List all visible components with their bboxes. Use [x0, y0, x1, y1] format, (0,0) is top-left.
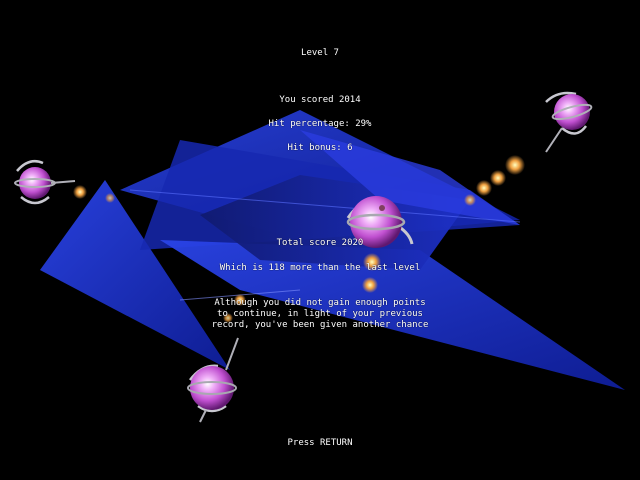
- enemy-pod-icon: [187, 337, 239, 423]
- plasma-shot-icon: [464, 155, 525, 206]
- enemy-pod-icon: [346, 196, 414, 248]
- continue-message-line: to continue, in light of your previous: [217, 309, 423, 319]
- press-return-prompt[interactable]: Press RETURN: [287, 438, 353, 448]
- continue-message-line: record, you've been given another chance: [211, 320, 429, 330]
- enemy-pod-icon: [545, 91, 593, 153]
- player-ship-icon: [40, 110, 625, 390]
- score-text: You scored 2014: [279, 95, 361, 105]
- comparison-text: Which is 118 more than the last level: [219, 263, 421, 273]
- hit-bonus-text: Hit bonus: 6: [287, 143, 353, 153]
- continue-message: Although you did not gain enough points …: [0, 298, 640, 331]
- continue-message-line: Although you did not gain enough points: [214, 298, 426, 308]
- total-score-text: Total score 2020: [276, 238, 364, 248]
- plasma-shot-icon: [73, 185, 115, 203]
- plasma-shot-icon: [362, 253, 381, 293]
- plasma-shot-icon: [223, 294, 246, 323]
- level-title: Level 7: [301, 48, 339, 58]
- enemy-pod-icon: [14, 160, 76, 205]
- hit-percentage-text: Hit percentage: 29%: [268, 119, 372, 129]
